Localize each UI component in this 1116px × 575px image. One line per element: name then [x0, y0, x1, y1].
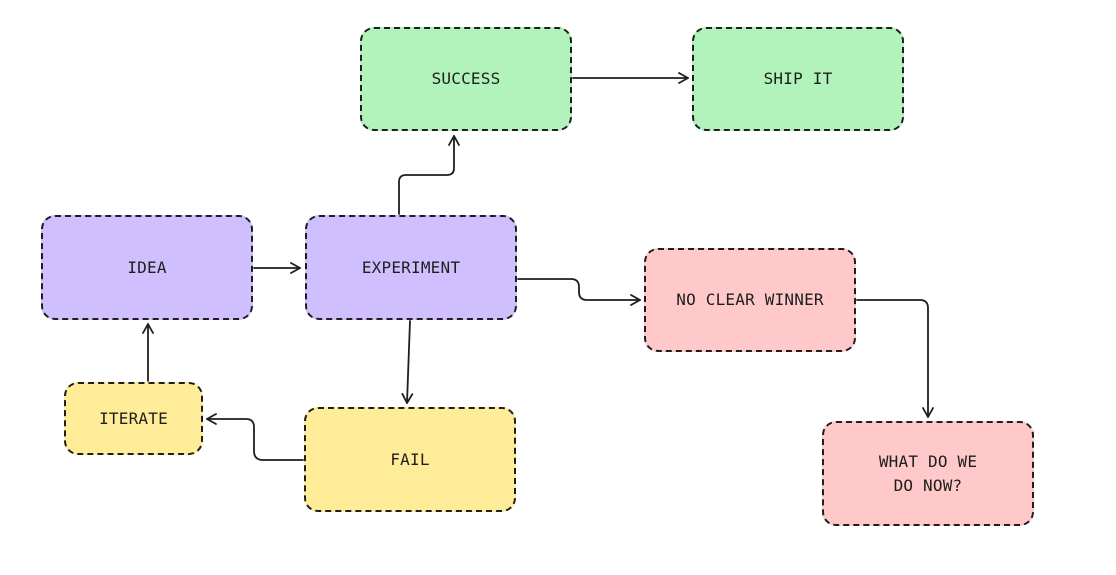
- arrow-experiment-to-fail: [401, 320, 414, 404]
- node-fail-label: FAIL: [390, 449, 430, 469]
- node-ship-it[interactable]: SHIP IT: [692, 27, 904, 131]
- arrow-noclear-to-whatnow: [856, 299, 934, 418]
- arrow-experiment-to-noclear: [517, 278, 641, 306]
- node-experiment-label: EXPERIMENT: [361, 257, 461, 277]
- node-no-clear-winner-label: NO CLEAR WINNER: [676, 290, 824, 309]
- node-experiment[interactable]: EXPERIMENT: [305, 215, 517, 320]
- node-fail[interactable]: FAIL: [304, 407, 516, 512]
- node-iterate-label: ITERATE: [99, 408, 168, 428]
- node-idea[interactable]: IDEA: [41, 215, 253, 320]
- node-idea-label: IDEA: [127, 257, 167, 277]
- node-success[interactable]: SUCCESS: [360, 27, 572, 131]
- node-what-do-we-do-now[interactable]: WHAT DO WE DO NOW?: [822, 421, 1034, 526]
- node-iterate[interactable]: ITERATE: [64, 382, 203, 455]
- node-success-label: SUCCESS: [431, 69, 501, 88]
- node-no-clear-winner[interactable]: NO CLEAR WINNER: [644, 248, 856, 352]
- arrow-fail-to-iterate: [206, 413, 304, 461]
- node-ship-it-label: SHIP IT: [763, 69, 833, 88]
- arrow-experiment-to-success: [398, 135, 460, 215]
- node-what-do-we-do-now-label: WHAT DO WE DO NOW?: [878, 451, 978, 495]
